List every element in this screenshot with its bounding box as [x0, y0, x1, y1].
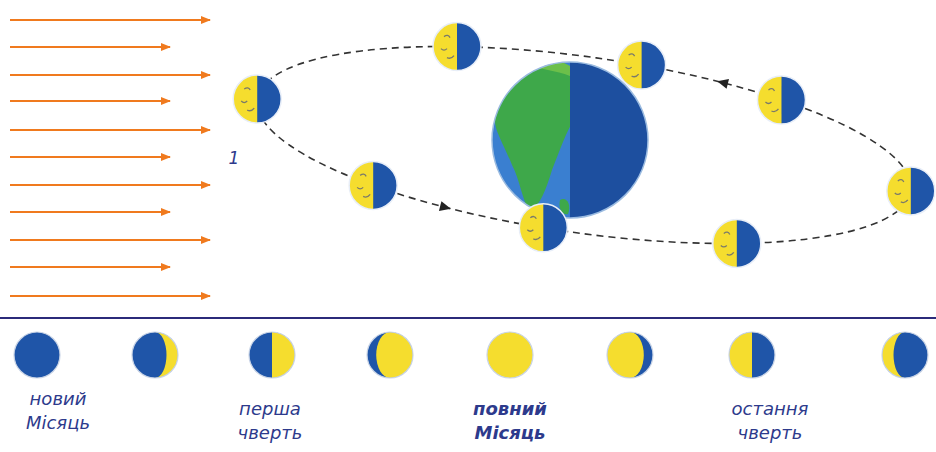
orbit-moon	[757, 76, 805, 124]
phase-moon	[14, 332, 60, 378]
sun-ray	[10, 74, 210, 76]
phase-moon	[607, 332, 653, 378]
phase-moon	[367, 332, 413, 378]
orbit-moon	[349, 161, 397, 209]
orbit-arrowhead	[439, 201, 451, 211]
sun-ray	[10, 211, 170, 213]
sun-ray	[10, 19, 210, 21]
sun-ray	[10, 184, 210, 186]
sun-ray	[10, 46, 170, 48]
orbit-moon	[519, 204, 567, 252]
moon-orbit	[245, 12, 923, 278]
orbit-moons	[233, 23, 935, 268]
phase-label: перша чверть	[215, 397, 325, 445]
phase-moon	[882, 332, 928, 378]
phase-moon	[132, 332, 178, 378]
phase-label: новий Місяць	[3, 387, 113, 435]
phase-label: повний Місяць	[445, 397, 575, 445]
callout-number: 1	[224, 146, 244, 170]
orbit-moon	[433, 23, 481, 71]
sun-ray	[10, 295, 210, 297]
sun-ray	[10, 239, 210, 241]
phase-moon	[487, 332, 533, 378]
orbit-arrowhead	[717, 79, 729, 89]
divider-line	[0, 317, 936, 319]
sun-ray	[10, 156, 170, 158]
phase-row	[14, 332, 928, 378]
orbit-moon	[618, 41, 666, 89]
phase-moon	[249, 332, 295, 378]
orbit-moon	[887, 167, 935, 215]
orbit-moon	[233, 75, 281, 123]
phase-label: остання чверть	[715, 397, 825, 445]
sun-ray	[10, 266, 170, 268]
orbit-moon	[713, 219, 761, 267]
sun-rays	[10, 20, 210, 296]
sun-ray	[10, 129, 210, 131]
sun-ray	[10, 100, 170, 102]
phase-moon	[729, 332, 775, 378]
